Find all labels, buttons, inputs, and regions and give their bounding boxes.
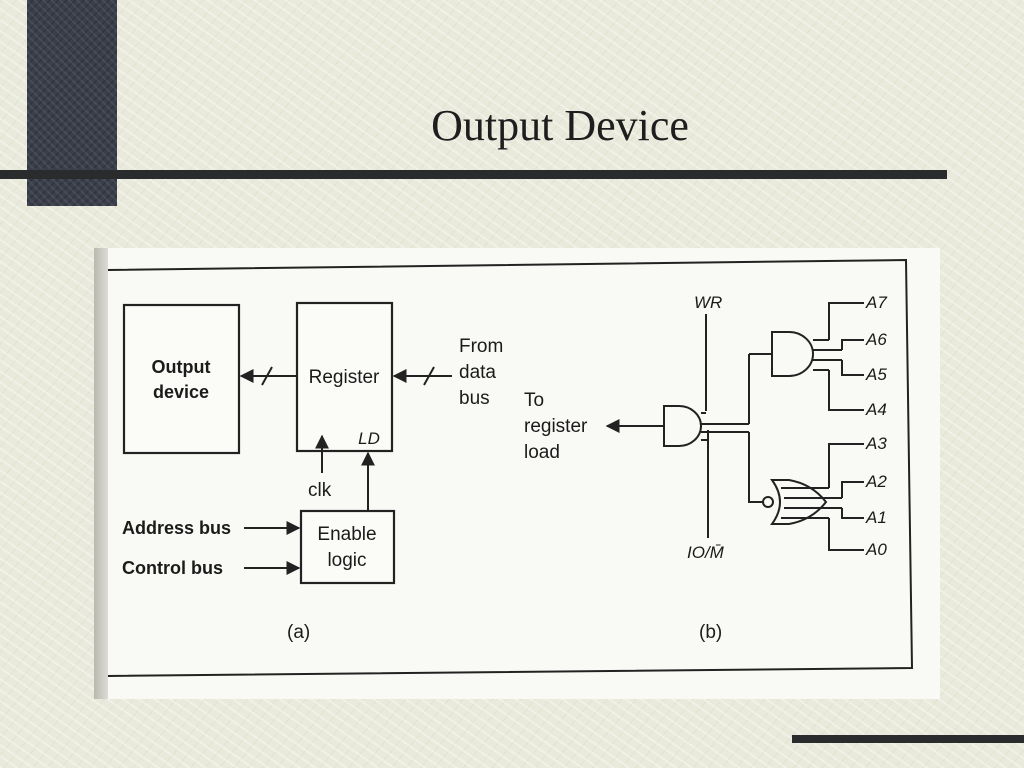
scan-edge [94,248,108,699]
register-box [295,301,394,453]
output-device-label-2: device [153,382,209,402]
a0-wire [828,518,864,551]
output-device-box [122,303,241,455]
a1-wire [841,508,864,519]
from-data-bus-3: bus [459,388,490,409]
main-and-gate [663,405,702,447]
enable-logic-label-1: Enable [317,524,376,545]
bus-slash-a1 [261,366,273,386]
to-register-load-2: register [524,416,588,437]
a3-label: A3 [865,434,887,453]
diagram-figure: Output device Register LD From data bus … [94,248,940,699]
ld-label: LD [358,429,380,448]
output-device-label-1: Output [152,357,211,377]
caption-a: (a) [287,622,310,643]
to-register-load-1: To [524,390,544,411]
a2-label: A2 [865,472,887,491]
a4-wire [828,370,864,411]
to-register-load-3: load [524,442,560,463]
figure-frame [107,258,914,677]
wr-label: WR [694,293,722,312]
enable-logic-box [299,509,396,585]
from-data-bus-1: From [459,336,503,357]
clk-label: clk [308,480,332,501]
a0-label: A0 [865,540,887,559]
address-bus-label: Address bus [122,518,231,538]
a7-wire [828,302,864,340]
a5-label: A5 [865,365,887,384]
diagram-svg: Output device Register LD From data bus … [107,258,914,677]
caption-b: (b) [699,622,722,643]
a7-label: A7 [865,293,887,312]
nor-bubble [762,496,774,508]
io-m-label: IO/M̄ [687,543,725,562]
register-label: Register [309,367,380,388]
enable-logic-label-2: logic [327,550,366,571]
upper-and-gate [771,331,814,377]
a6-label: A6 [865,330,887,349]
a6-wire [841,339,864,350]
title-rule [0,170,947,179]
a4-label: A4 [865,400,887,419]
a1-label: A1 [865,508,887,527]
footer-rule [792,735,1024,743]
lower-link [748,432,763,503]
control-bus-label: Control bus [122,558,223,578]
a5-wire [841,360,864,376]
slide-title: Output Device [431,101,689,150]
lower-nor-gate [770,479,828,525]
from-data-bus-2: data [459,362,496,383]
a2-wire [841,481,864,498]
a3-wire [828,443,864,488]
bus-slash-a2 [423,366,435,386]
